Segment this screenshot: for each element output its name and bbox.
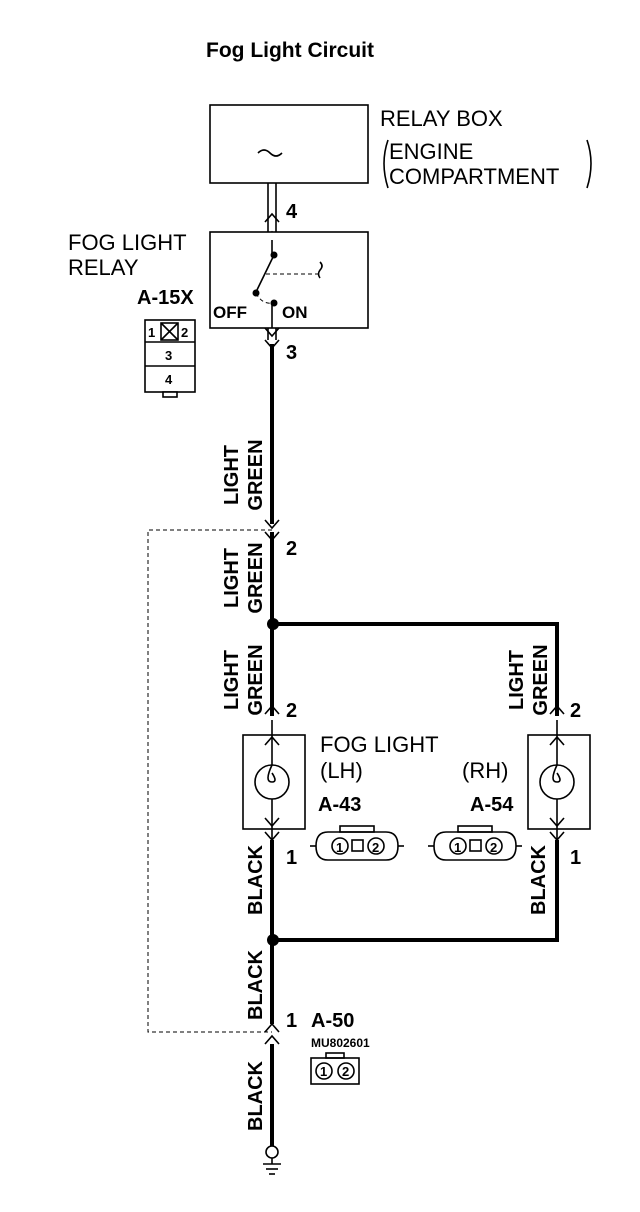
ground-conn-arrow-b <box>264 1034 280 1045</box>
joint-connector-outline <box>147 529 272 1033</box>
splice-point-bottom <box>267 934 279 946</box>
wire-w2-line2: GREEN <box>245 542 267 613</box>
ground-conn-pin-2: 2 <box>342 1064 349 1079</box>
wire-black-rh <box>273 840 559 942</box>
pin3-arrow-a <box>264 327 280 338</box>
wire-label-w2: LIGHT GREEN <box>221 542 267 613</box>
rh-inner-arrow-bottom <box>549 817 565 828</box>
lh-conn-pin-2: 2 <box>372 840 379 855</box>
lh-pin-top: 2 <box>286 700 297 722</box>
wire-w3-line2: GREEN <box>245 644 267 715</box>
ground-connector-icon: 1 2 <box>310 1052 360 1085</box>
lh-inner-arrow-bottom <box>264 817 280 828</box>
ground-conn-arrow-a <box>264 1022 280 1033</box>
wire-w4-line2: GREEN <box>530 644 552 715</box>
rh-conn-pin-2: 2 <box>490 840 497 855</box>
fog-light-rh-label: (RH) <box>462 758 508 783</box>
rh-filament-icon <box>552 764 561 783</box>
relay-conn-pin-1: 1 <box>148 325 155 340</box>
fog-relay-label-2: RELAY <box>68 255 139 280</box>
wire-w3-line1: LIGHT <box>221 650 243 710</box>
relay-off-on-path <box>255 292 275 304</box>
wire-to-rh-fog <box>273 622 559 716</box>
diagram-title: Fog Light Circuit <box>206 39 374 62</box>
fog-light-label: FOG LIGHT <box>320 732 439 757</box>
lh-top-arrow <box>264 704 280 715</box>
fog-light-relay-box <box>209 231 369 329</box>
wire-b1-label: BLACK <box>245 844 267 915</box>
wire-w2-line1: LIGHT <box>221 548 243 608</box>
wire-label-w4: LIGHT GREEN <box>506 644 552 715</box>
ground-conn-pin-label: 1 <box>286 1010 297 1032</box>
rh-pin-bottom: 1 <box>570 847 581 869</box>
relay-off-label: OFF <box>213 303 247 322</box>
lh-filament-icon <box>267 764 276 783</box>
relay-out-pin-label: 3 <box>286 342 297 364</box>
wire-label-w3: LIGHT GREEN <box>221 644 267 715</box>
relay-conn-pin-3: 3 <box>165 348 172 363</box>
relay-conn-pin-4: 4 <box>165 372 173 387</box>
wire-b4-label: BLACK <box>245 1060 267 1131</box>
relay-switch-arm <box>255 254 275 293</box>
ground-icon <box>263 1145 281 1175</box>
relay-box-location-1: ENGINE <box>389 139 473 164</box>
relay-box-break-symbol <box>257 149 283 157</box>
fog-relay-connector-id: A-15X <box>137 287 194 309</box>
relay-conn-pin-2: 2 <box>181 325 188 340</box>
paren-right <box>586 139 592 189</box>
ground-connector-part: MU802601 <box>311 1036 370 1050</box>
junction-pin-label: 2 <box>286 538 297 560</box>
connector-arrow-pin4-a <box>264 212 280 223</box>
ground-conn-pin-1: 1 <box>320 1064 327 1079</box>
wire-b3-label: BLACK <box>245 949 267 1020</box>
wire-w1-line2: GREEN <box>245 439 267 510</box>
wire-w4-line1: LIGHT <box>506 650 528 710</box>
relay-coil-symbol <box>317 261 323 279</box>
lh-pin-bottom: 1 <box>286 847 297 869</box>
relay-connector-icon: 1 2 3 4 <box>144 319 196 398</box>
rh-top-arrow <box>549 704 565 715</box>
rh-connector-id: A-54 <box>470 794 514 816</box>
lh-connector-icon: 1 2 <box>310 825 404 861</box>
relay-on-label: ON <box>282 303 308 322</box>
paren-left <box>383 139 389 189</box>
relay-box <box>209 104 369 184</box>
wire-w1-line1: LIGHT <box>221 445 243 505</box>
rh-conn-pin-1: 1 <box>454 840 461 855</box>
relay-box-label: RELAY BOX <box>380 106 503 131</box>
relay-box-location-2: COMPARTMENT <box>389 164 559 189</box>
wire-label-w1: LIGHT GREEN <box>221 439 267 510</box>
wire-b2-label: BLACK <box>528 844 550 915</box>
junction-arrow-a <box>264 519 280 530</box>
relay-box-pin-label: 4 <box>286 201 298 223</box>
fog-light-lh-label: (LH) <box>320 758 363 783</box>
lh-connector-id: A-43 <box>318 794 361 816</box>
rh-pin-top: 2 <box>570 700 581 722</box>
lh-conn-pin-1: 1 <box>336 840 343 855</box>
fog-relay-label-1: FOG LIGHT <box>68 230 187 255</box>
rh-connector-icon: 1 2 <box>428 825 522 861</box>
ground-connector-id: A-50 <box>311 1010 354 1032</box>
